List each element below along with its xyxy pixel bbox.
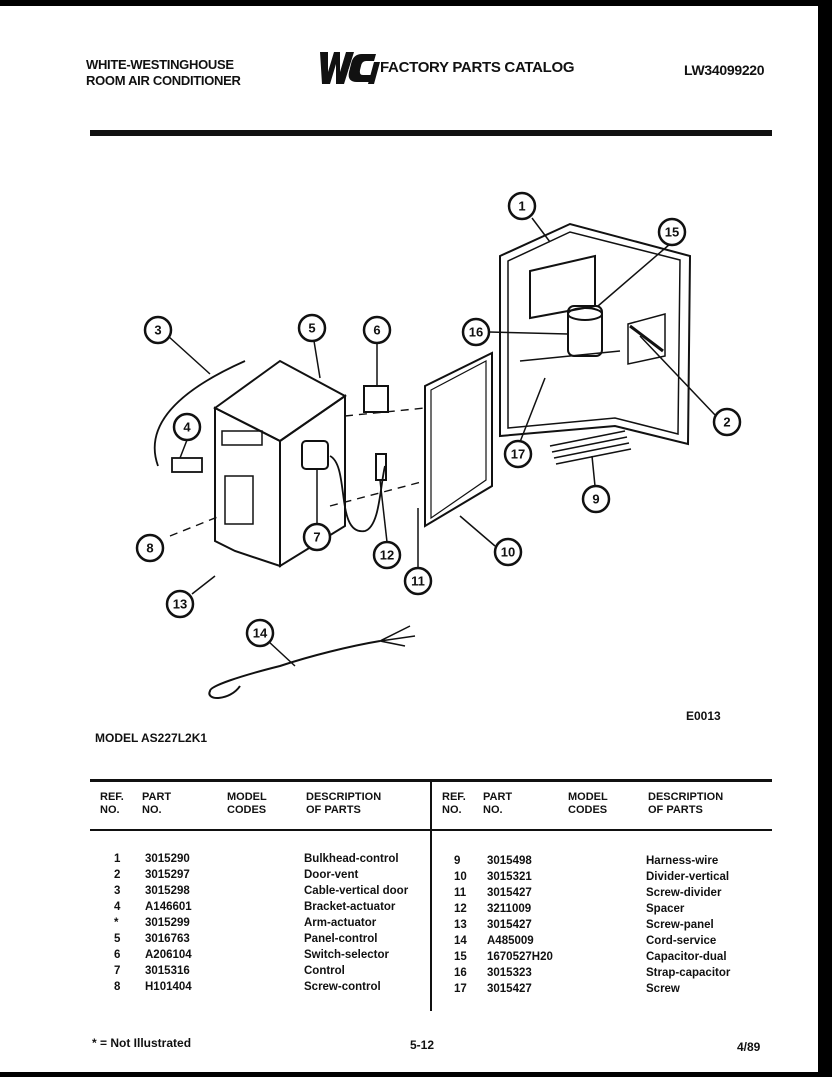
model-label: MODEL AS227L2K1 [95,731,208,745]
catalog-code: LW34099220 [684,62,765,78]
callout-6: 6 [373,323,380,338]
table-divider [430,779,432,1011]
callout-12: 12 [380,548,394,563]
logo-text: WCI [348,69,351,71]
callout-10: 10 [501,545,515,560]
callout-5: 5 [308,321,315,336]
brand-line-2: ROOM AIR CONDITIONER [86,73,241,88]
callout-15: 15 [665,225,679,240]
figure-code: E0013 [686,709,721,723]
panel-control-outline [213,359,347,443]
brand-block: WHITE-WESTINGHOUSE ROOM AIR CONDITIONER [86,57,241,89]
service-cord-outline [208,640,381,699]
print-date: 4/89 [737,1040,761,1054]
callout-11: 11 [411,574,425,589]
catalog-page: WHITE-WESTINGHOUSE ROOM AIR CONDITIONER … [0,6,818,1072]
callout-14: 14 [253,626,268,641]
footnote: * = Not Illustrated [92,1036,192,1050]
header-rule [90,130,772,136]
page-number: 5-12 [410,1038,435,1052]
callout-9: 9 [592,492,599,507]
callout-7: 7 [313,530,320,545]
bulkhead-outline [499,222,692,446]
col-ref-header: REF.NO. [100,791,124,816]
callout-8: 8 [146,541,153,556]
catalog-title: FACTORY PARTS CATALOG [380,59,575,76]
wci-logo: WCI [320,52,380,84]
callout-13: 13 [173,597,187,612]
brand-line-1: WHITE-WESTINGHOUSE [86,57,234,72]
callout-17: 17 [511,447,525,462]
callout-1: 1 [518,199,525,214]
callout-4: 4 [183,420,191,435]
callout-2: 2 [723,415,730,430]
divider-outline [424,351,493,528]
capacitor-outline [567,305,603,357]
callout-3: 3 [154,323,161,338]
callout-16: 16 [469,325,483,340]
exploded-parts-diagram: 1 2 3 4 5 6 7 8 9 10 11 12 13 [135,191,742,699]
col-ref-header-right: REF.NO. [442,791,466,816]
